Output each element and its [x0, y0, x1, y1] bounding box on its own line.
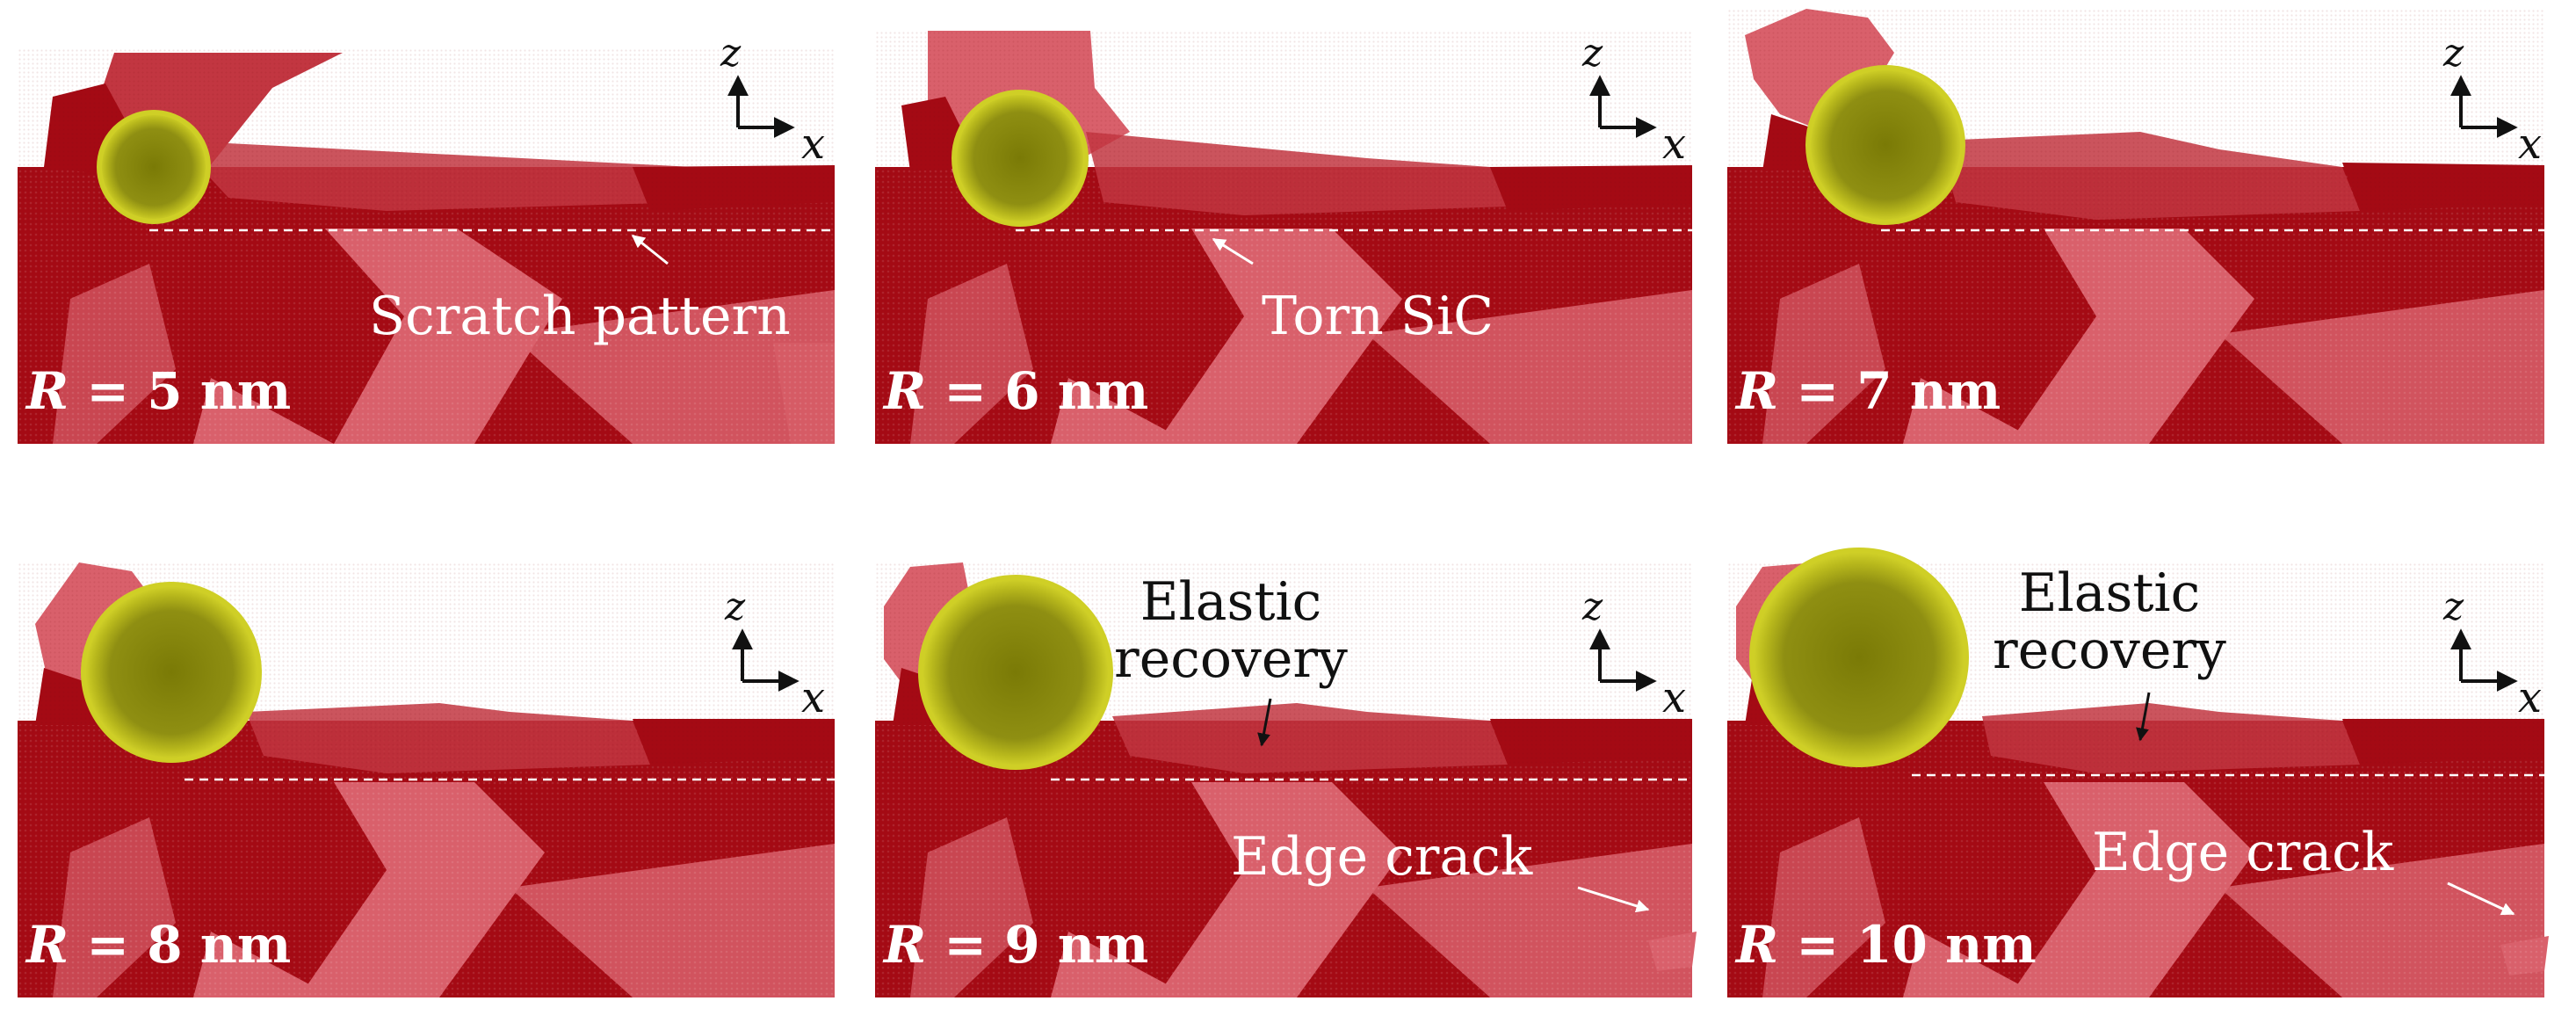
spherical-tool: [1805, 65, 1965, 225]
coordinate-axes: z x: [1581, 584, 1686, 722]
annotation-torn-sic: Torn SiC: [1212, 237, 1494, 347]
annotation-elastic-recovery: Elastic recovery: [1993, 562, 2226, 742]
panel-r9: Elastic recovery Edge crack z x R = 9 nm: [875, 562, 1697, 997]
radius-label: R = 6 nm: [882, 361, 1148, 421]
annotation-text: Torn SiC: [1262, 286, 1494, 347]
panel-r6: Torn SiC z x R = 6 nm: [875, 31, 1692, 444]
radius-label: R = 9 nm: [882, 915, 1148, 975]
radius-label: R = 7 nm: [1734, 361, 2001, 421]
axis-x-label: x: [2518, 120, 2542, 169]
spherical-tool: [952, 90, 1089, 227]
coordinate-axes: z x: [724, 584, 825, 722]
spherical-tool: [918, 575, 1113, 770]
coordinate-axes: z x: [2442, 31, 2542, 169]
radius-label: R = 10 nm: [1734, 915, 2037, 975]
substrate: [875, 721, 1697, 997]
axis-x-label: x: [1662, 673, 1686, 722]
axis-z-label: z: [724, 584, 746, 629]
annotation-edge-crack: Edge crack: [1231, 826, 1650, 913]
annotation-scratch-pattern: Scratch pattern: [369, 234, 791, 347]
spherical-tool: [81, 582, 262, 763]
spherical-tool: [1749, 548, 1969, 767]
annotation-text: recovery: [1114, 628, 1348, 690]
coordinate-axes: z x: [1581, 31, 1686, 169]
annotation-text: Scratch pattern: [369, 286, 791, 347]
axis-x-label: x: [2518, 673, 2542, 722]
annotation-text: Elastic: [2019, 562, 2200, 624]
axis-x-label: x: [1662, 120, 1686, 169]
panel-r8: z x R = 8 nm: [18, 562, 835, 997]
axis-z-label: z: [2442, 584, 2464, 629]
panel-r5: Scratch pattern z x R = 5 nm: [18, 31, 835, 444]
radius-label: R = 8 nm: [25, 915, 291, 975]
annotation-text: Edge crack: [2092, 822, 2394, 883]
spherical-tool: [97, 110, 211, 224]
axis-x-label: x: [801, 673, 825, 722]
panel-r10: Elastic recovery Edge crack z x R = 10 n…: [1727, 548, 2549, 997]
annotation-text: Elastic: [1140, 571, 1321, 633]
axis-z-label: z: [2442, 31, 2464, 76]
axis-z-label: z: [1581, 31, 1603, 76]
axis-z-label: z: [1581, 584, 1603, 629]
annotation-text: recovery: [1993, 620, 2226, 681]
coordinate-axes: z x: [2442, 584, 2542, 722]
axis-x-label: x: [801, 120, 825, 169]
annotation-text: Edge crack: [1231, 826, 1533, 888]
coordinate-axes: z x: [720, 31, 825, 169]
axis-z-label: z: [720, 31, 742, 76]
panel-r7: z x R = 7 nm: [1727, 9, 2544, 444]
radius-label: R = 5 nm: [25, 361, 291, 421]
annotation-edge-crack: Edge crack: [2092, 822, 2515, 916]
annotation-elastic-recovery: Elastic recovery: [1114, 571, 1348, 747]
